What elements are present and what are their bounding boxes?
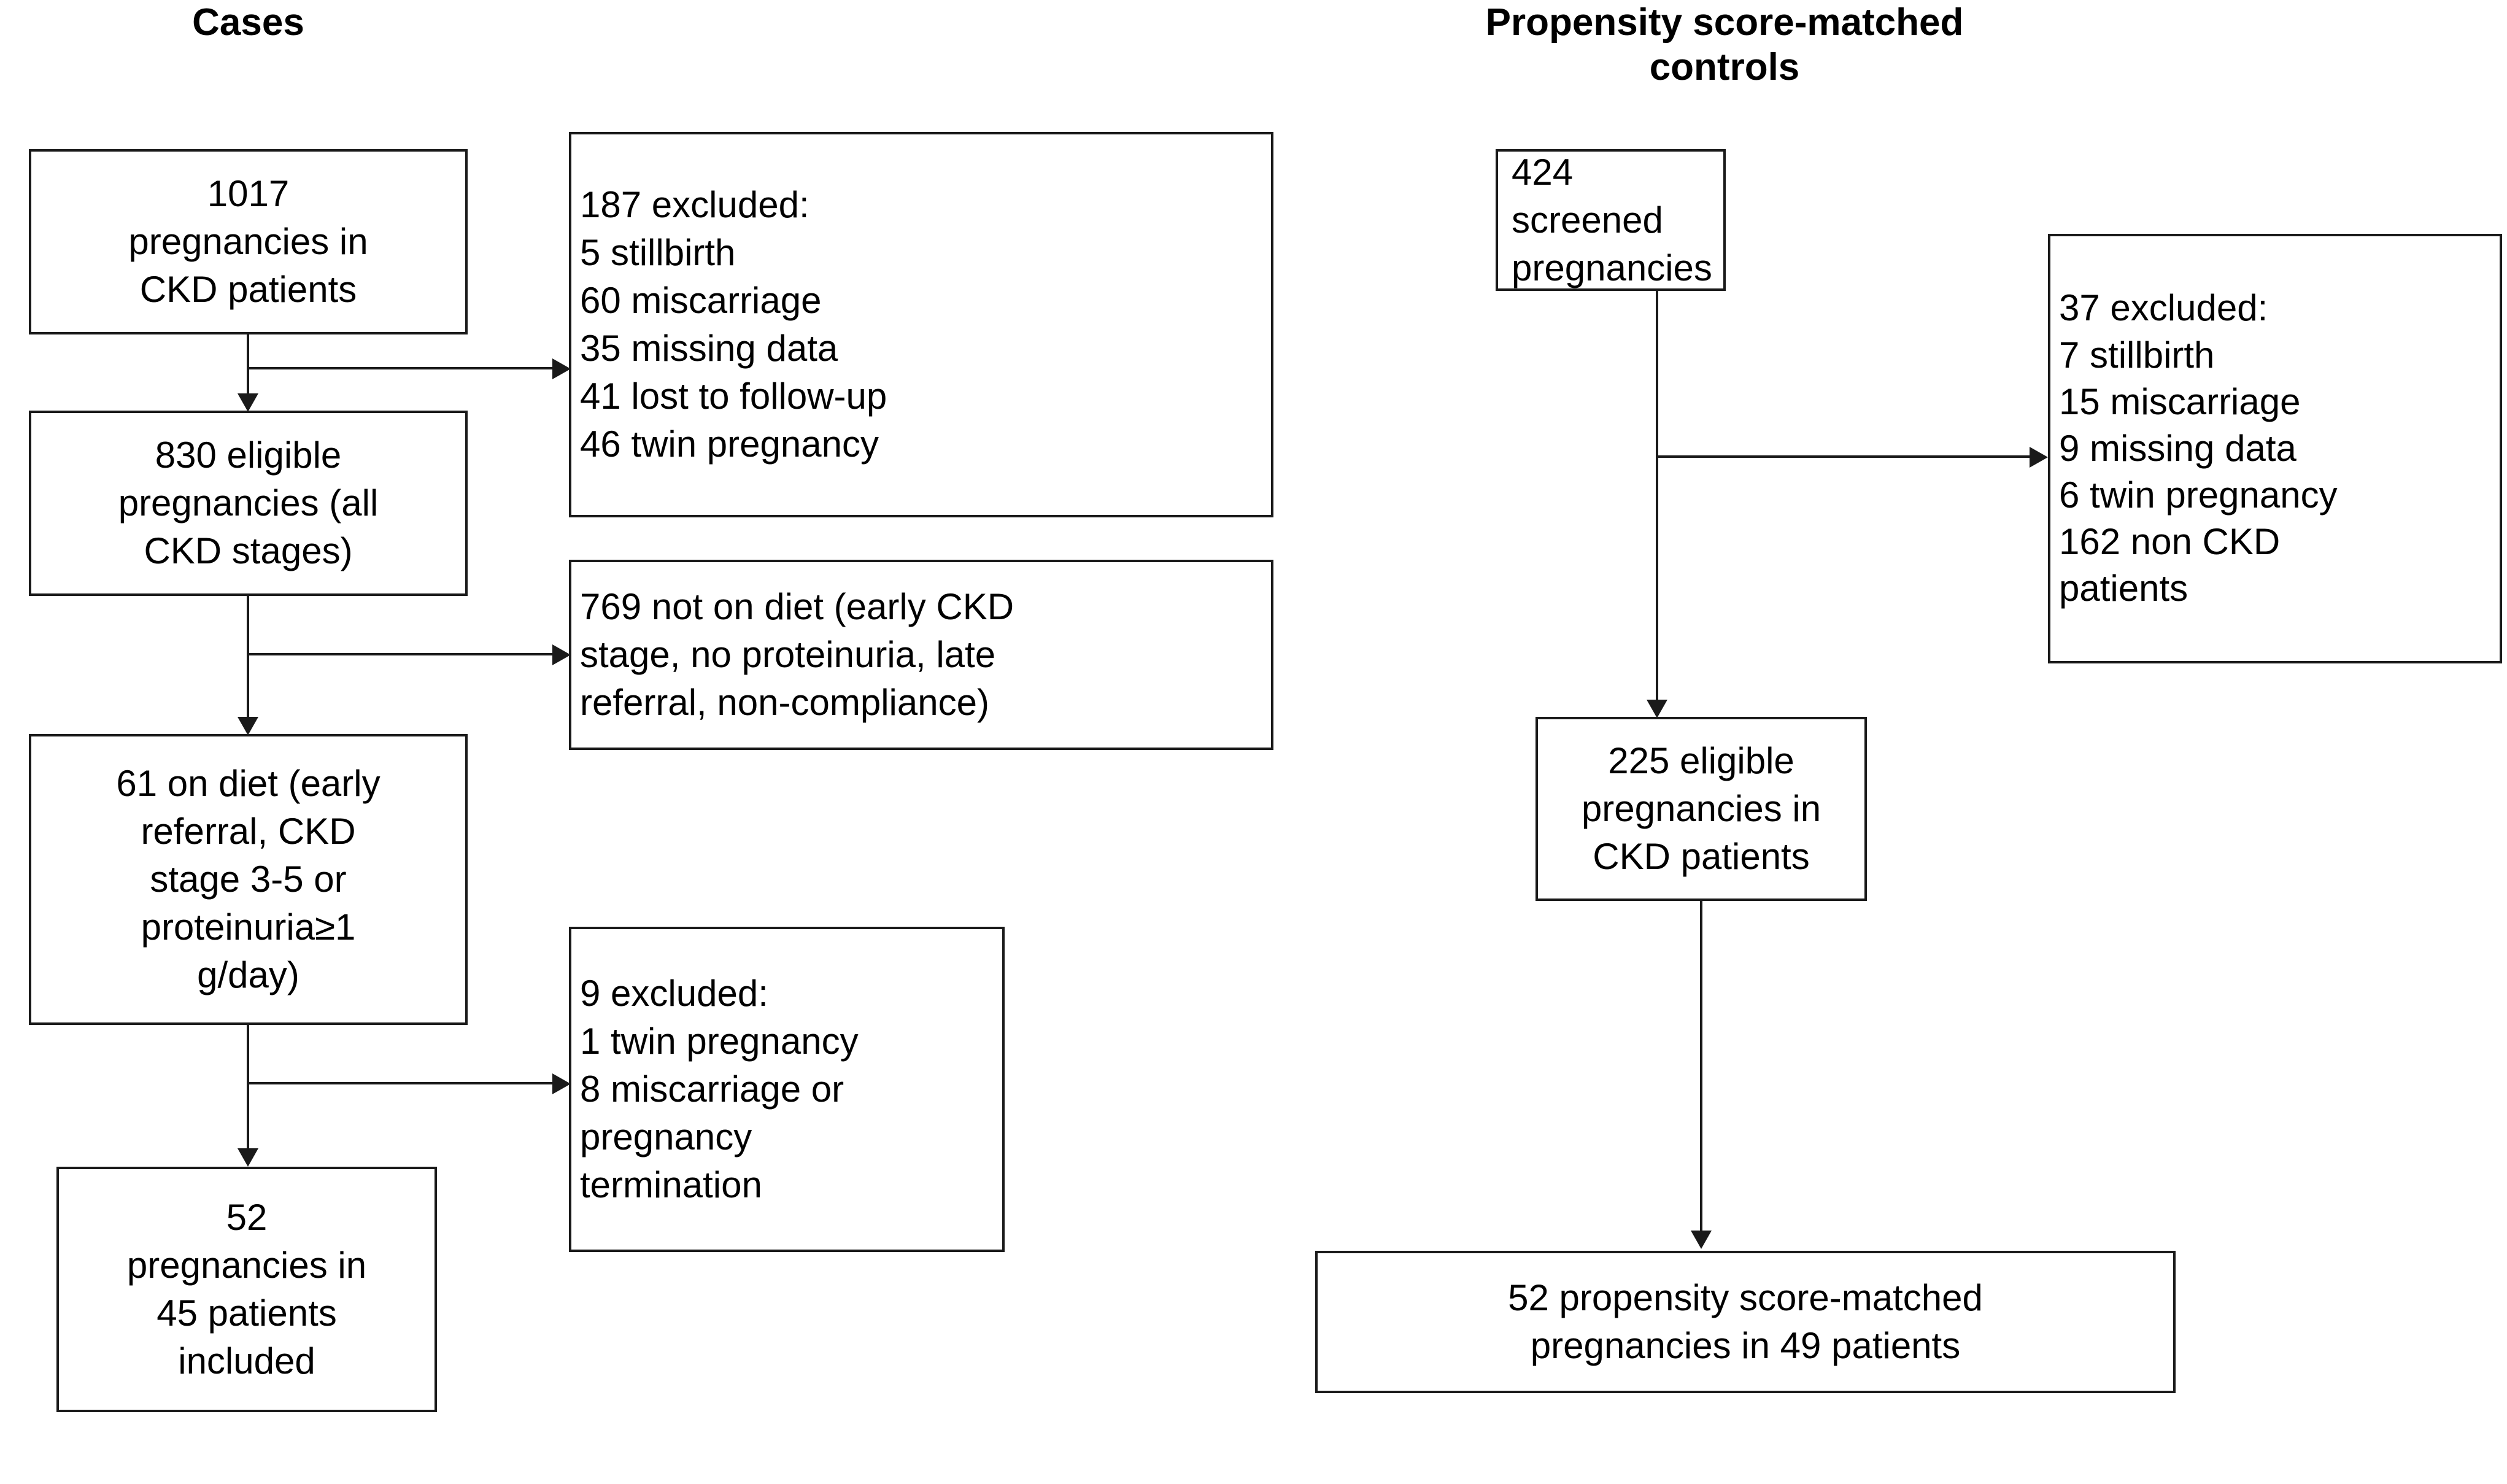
connector-line-screened-to-eligible (1656, 291, 1658, 702)
exclusion-box-187: 187 excluded: 5 stillbirth 60 miscarriag… (569, 132, 1273, 517)
node-controls-matched: 52 propensity score-matched pregnancies … (1315, 1251, 2176, 1393)
node-cases-included: 52 pregnancies in 45 patients included (56, 1167, 437, 1412)
arrow-eligible-to-diet (238, 717, 258, 735)
right-column-title: Propensity score-matched controls (1485, 1, 1964, 89)
node-cases-on-diet: 61 on diet (early referral, CKD stage 3-… (29, 734, 468, 1025)
arrow-source-to-eligible (238, 393, 258, 412)
arrow-eligible-to-matched (1691, 1231, 1712, 1249)
connector-line-to-769 (248, 653, 555, 655)
connector-line-eligible-to-diet (247, 596, 249, 719)
node-cases-eligible: 830 eligible pregnancies (all CKD stages… (29, 411, 468, 596)
arrow-diet-to-included (238, 1148, 258, 1167)
exclusion-box-37: 37 excluded: 7 stillbirth 15 miscarriage… (2048, 234, 2502, 663)
node-controls-screened: 424 screened pregnancies (1496, 149, 1726, 291)
exclusion-box-769: 769 not on diet (early CKD stage, no pro… (569, 560, 1273, 750)
arrow-to-769 (552, 644, 571, 665)
connector-line-to-37 (1657, 455, 2031, 458)
connector-line-diet-to-included (247, 1025, 249, 1151)
connector-line-to-9 (248, 1082, 555, 1084)
node-controls-eligible: 225 eligible pregnancies in CKD patients (1535, 717, 1867, 901)
arrow-to-9 (552, 1073, 571, 1094)
arrow-to-187 (552, 358, 571, 379)
arrow-to-37 (2030, 447, 2048, 468)
connector-line-to-187 (248, 367, 555, 369)
arrow-screened-to-eligible (1647, 700, 1667, 718)
exclusion-box-9: 9 excluded: 1 twin pregnancy 8 miscarria… (569, 927, 1005, 1252)
node-cases-source: 1017 pregnancies in CKD patients (29, 149, 468, 334)
connector-line-eligible-to-matched (1700, 901, 1702, 1232)
connector-line-source-to-eligible (247, 334, 249, 396)
left-column-title: Cases (192, 1, 304, 44)
